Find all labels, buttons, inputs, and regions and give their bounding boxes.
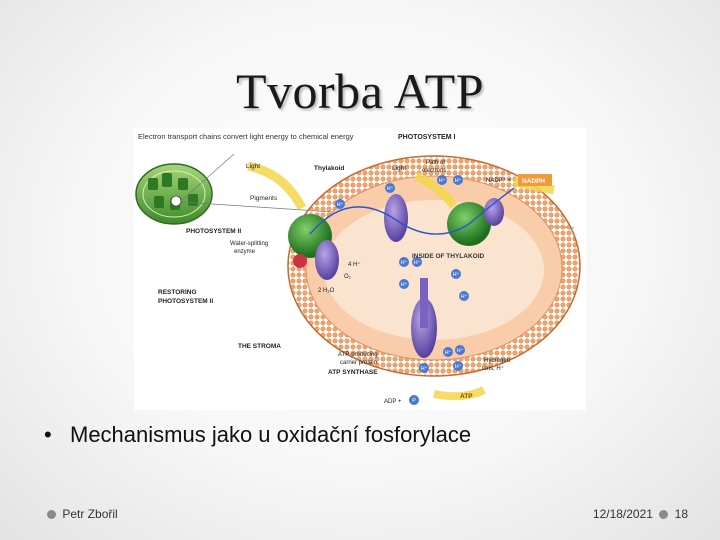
svg-text:H⁺: H⁺ [401,281,408,288]
footer-dot-icon [47,510,56,519]
label-light-2: Light [392,165,406,172]
label-atp-synthase: ATP SYNTHASE [328,369,378,376]
label-atp-producing-1: ATP-producing [338,352,378,358]
thylakoid-diagram-svg: Electron transport chains convert light … [135,132,581,405]
label-atp: ATP [460,393,473,400]
chloroplast-illustration [135,163,213,225]
label-water-splitting-1: Water-splitting [230,241,268,247]
footer-author-text: Petr Zbořil [62,507,118,521]
label-photosystem-ii: PHOTOSYSTEM II [186,228,241,235]
svg-text:H⁺: H⁺ [455,363,462,370]
svg-text:H⁺: H⁺ [421,365,428,372]
label-the-stroma: THE STROMA [238,343,281,350]
atp-synthase-complex [411,278,437,358]
svg-text:H⁺: H⁺ [387,185,394,192]
footer-author: Petr Zbořil [44,507,118,521]
bullet-text: Mechanismus jako u oxidační fosforylace [70,422,472,447]
bullet-dot: • [44,422,52,447]
label-water-splitting-2: enzyme [234,249,256,255]
slide-title: Tvorba ATP [235,63,485,119]
label-photosystem-i: PHOTOSYSTEM I [398,134,455,141]
label-restoring-1: RESTORING [158,289,197,296]
svg-text:H⁺: H⁺ [461,293,468,300]
label-2h2o: 2 H₂O [318,288,335,294]
label-inside-thylakoid: INSIDE OF THYLAKOID [412,253,485,260]
label-4h: 4 H⁺ [348,261,361,268]
svg-text:H⁺: H⁺ [445,349,452,356]
phosphate-marker [409,395,419,405]
atp-arrow [433,386,486,401]
label-o2: O₂ [344,274,352,280]
label-thylakoid: Thylakoid [314,165,344,172]
label-pigments: Pigments [250,195,278,202]
svg-text:H⁺: H⁺ [337,201,344,208]
bullet-item: • Mechanismus jako u oxidační fosforylace [44,422,471,448]
label-p: P [412,398,416,404]
footer-date: 12/18/2021 [592,507,653,521]
label-path-of-electrons-1: Path of [426,160,445,166]
label-path-of-electrons-2: electrons [422,168,446,174]
label-nadph: NADPH [522,178,545,185]
label-hydrogen-2: ions, H⁺ [482,365,504,372]
svg-text:H⁺: H⁺ [455,177,462,184]
svg-text:H⁺: H⁺ [457,347,464,354]
photosystem-ii-complex [288,214,339,280]
svg-text:H⁺: H⁺ [401,259,408,266]
svg-text:H⁺: H⁺ [414,259,421,266]
label-adp-plus: ADP + [384,399,402,405]
light-arrow-ps1 [414,171,458,209]
nadph-box [518,174,552,186]
svg-text:H⁺: H⁺ [439,177,446,184]
photosynthesis-diagram: Electron transport chains convert light … [134,128,586,410]
footer-dot-icon [659,510,669,519]
label-hydrogen-1: Hydrogen [484,358,510,364]
light-arrow-ps2 [247,161,307,211]
label-nadp-plus: NADP⁺ + [486,177,512,184]
footer-page-number: 18 [674,507,688,521]
svg-text:H⁺: H⁺ [453,271,460,278]
label-restoring-2: PHOTOSYSTEM II [158,298,213,305]
diagram-header: Electron transport chains convert light … [138,132,354,141]
footer-date-page: 12/18/2021 18 [593,507,688,521]
label-atp-producing-2: carrier protein [340,360,377,366]
label-light-1: Light [246,163,260,170]
hydrogen-ion-markers: H⁺ H⁺ H⁺ H⁺ H⁺ H⁺ H⁺ H⁺ H⁺ H⁺ H⁺ H⁺ H⁺ [335,175,469,373]
electron-path [309,187,515,235]
